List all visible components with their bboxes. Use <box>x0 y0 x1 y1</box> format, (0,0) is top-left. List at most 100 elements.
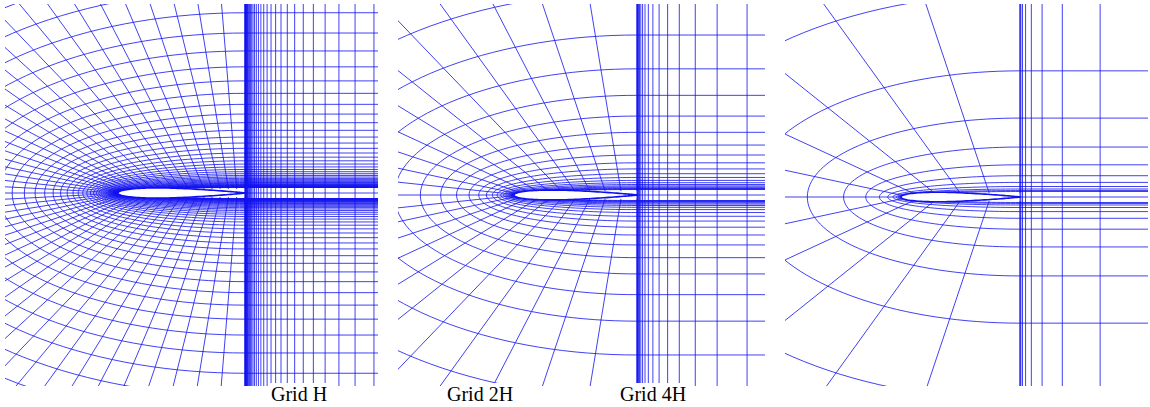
wake-vertical-line <box>281 4 282 386</box>
radial-grid-line <box>398 39 518 194</box>
wake-vertical-line <box>271 4 272 386</box>
wake-line <box>245 157 378 158</box>
wake-vertical-line <box>355 4 356 386</box>
wake-vertical-line <box>260 4 261 386</box>
radial-grid-line <box>785 41 905 196</box>
wake-line <box>245 335 378 336</box>
radial-grid-line <box>398 195 514 196</box>
wake-vertical-line <box>695 4 696 386</box>
c-grid-line <box>888 182 1020 211</box>
radial-grid-line <box>398 4 523 193</box>
grid-label: Grid 2H <box>444 383 516 405</box>
radial-grid-line <box>785 200 961 386</box>
wake-vertical-line <box>250 4 251 386</box>
radial-grid-line <box>398 4 530 193</box>
wake-line <box>1020 323 1148 324</box>
c-grid-line <box>898 191 1020 204</box>
wake-line <box>245 180 378 181</box>
wake-line <box>637 132 765 133</box>
wake-line <box>245 183 378 184</box>
wake-line <box>1020 202 1148 203</box>
wake-vertical-line <box>246 4 247 386</box>
wake-line <box>245 185 378 186</box>
c-grid-line <box>115 187 245 199</box>
wake-vertical-line <box>248 4 249 386</box>
wake-vertical-line <box>1025 4 1026 386</box>
wake-line <box>1020 191 1148 192</box>
wake-vertical-line <box>246 4 247 386</box>
wake-line <box>637 207 765 208</box>
radial-grid-line <box>411 199 605 386</box>
wake-line <box>245 352 378 353</box>
wake-vertical-line <box>303 4 304 386</box>
wake-line <box>637 209 765 210</box>
radial-grid-line <box>5 4 182 190</box>
radial-grid-line <box>74 197 220 386</box>
airfoil <box>514 190 637 200</box>
wake-line <box>637 195 765 196</box>
radial-grid-line <box>398 198 576 386</box>
wake-vertical-line <box>325 4 326 386</box>
wake-line <box>245 214 378 215</box>
wake-vertical-line <box>648 4 649 386</box>
radial-grid-line <box>5 195 135 386</box>
wake-line <box>637 202 765 203</box>
wake-vertical-line <box>245 4 246 386</box>
wake-line <box>245 182 378 183</box>
wake-line <box>245 181 378 182</box>
wake-line <box>637 189 765 190</box>
wake-line <box>1020 275 1148 276</box>
wake-line <box>245 187 378 188</box>
radial-grid-line <box>5 195 131 386</box>
wake-line <box>637 145 765 146</box>
wake-line <box>245 186 378 187</box>
wake-line <box>637 212 765 213</box>
wake-line <box>245 212 378 213</box>
radial-grid-line <box>5 196 168 386</box>
wake-vertical-line <box>251 4 252 386</box>
wake-line <box>1020 147 1148 148</box>
wake-line <box>1020 175 1148 176</box>
radial-grid-line <box>5 4 174 190</box>
wake-vertical-line <box>247 4 248 386</box>
c-grid-line <box>116 188 245 199</box>
wake-line <box>245 187 378 188</box>
wake-line <box>637 185 765 186</box>
wake-vertical-line <box>287 4 288 386</box>
grid-mesh <box>5 4 378 386</box>
radial-grid-line <box>5 194 122 349</box>
wake-line <box>245 248 378 249</box>
radial-grid-line <box>398 198 550 386</box>
wake-line <box>245 175 378 176</box>
wake-line <box>1020 118 1148 119</box>
wake-line <box>637 187 765 188</box>
wake-vertical-line <box>245 4 246 386</box>
wake-line <box>637 184 765 185</box>
radial-grid-line <box>5 4 204 189</box>
radial-grid-line <box>5 154 118 193</box>
wake-line <box>245 201 378 202</box>
wake-line <box>1020 197 1148 198</box>
airfoil <box>901 192 1020 202</box>
radial-grid-line <box>5 194 119 272</box>
wake-line <box>245 179 378 180</box>
wake-line <box>1020 70 1148 71</box>
c-grid-line <box>512 190 637 201</box>
wake-line <box>1020 203 1148 204</box>
wake-line <box>245 143 378 144</box>
wake-line <box>637 202 765 203</box>
wake-vertical-line <box>747 4 748 386</box>
wake-line <box>637 200 765 201</box>
wake-line <box>245 122 378 123</box>
wake-line <box>245 169 378 170</box>
wake-line <box>245 198 378 199</box>
radial-grid-line <box>5 4 144 191</box>
wake-line <box>245 203 378 204</box>
wake-line <box>245 210 378 211</box>
wake-line <box>637 321 765 322</box>
wake-line <box>637 221 765 222</box>
radial-grid-line <box>5 197 189 386</box>
wake-line <box>245 114 378 115</box>
wake-vertical-line <box>373 4 374 386</box>
wake-line <box>245 255 378 256</box>
